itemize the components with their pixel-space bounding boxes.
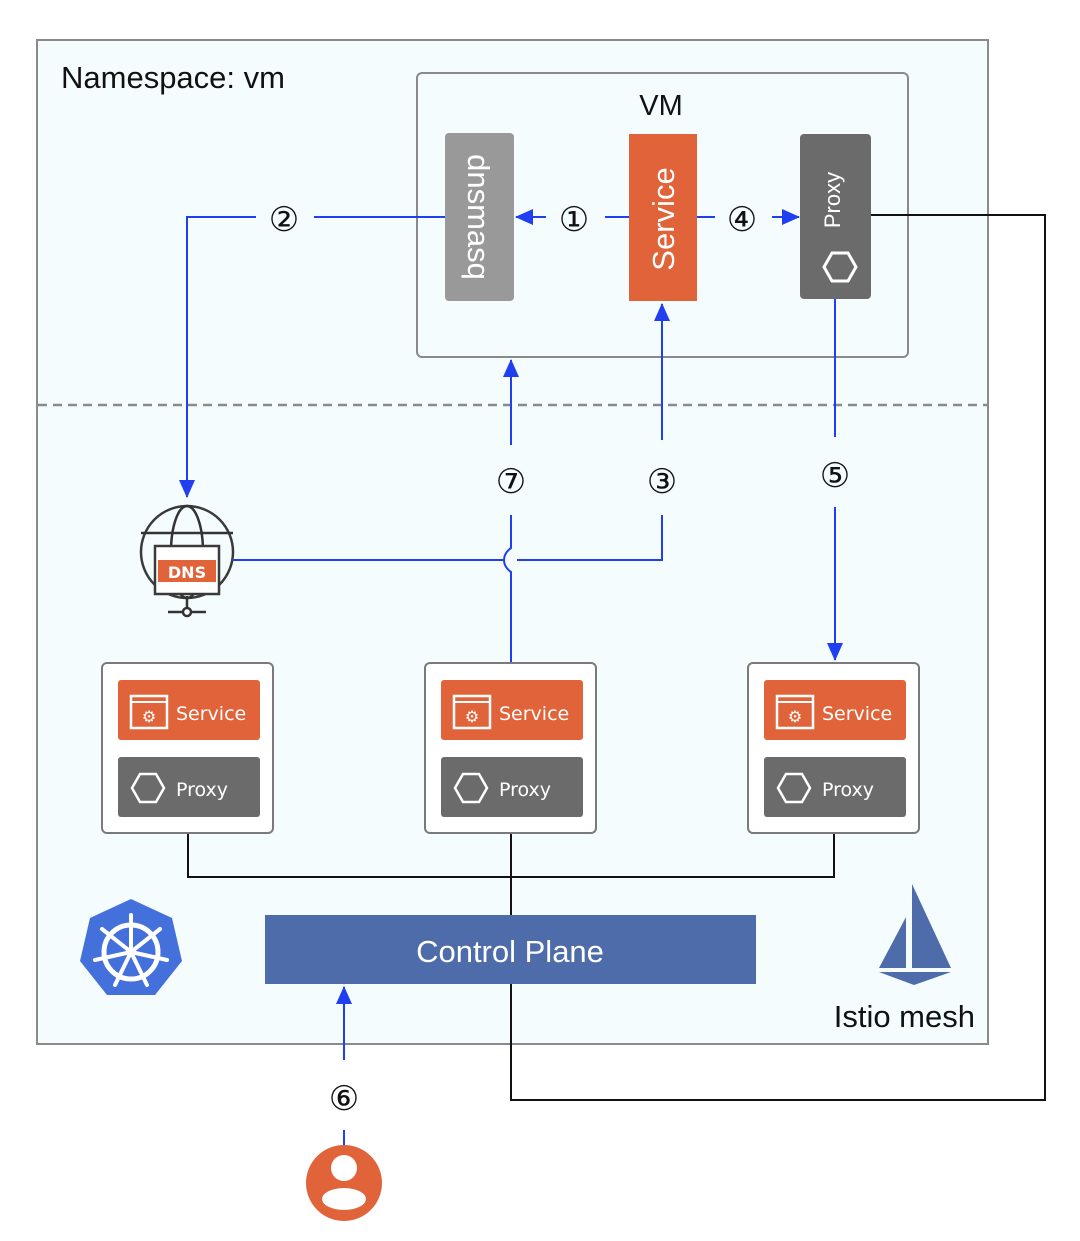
step-3-label: ③ xyxy=(647,462,677,502)
pod-service-label: Service xyxy=(176,703,246,725)
step-4-label: ④ xyxy=(727,200,757,240)
arrow-step-7 xyxy=(502,515,512,662)
step-7-label: ⑦ xyxy=(496,462,526,502)
user-icon[interactable] xyxy=(306,1145,382,1221)
proxy-hexagon-icon xyxy=(822,251,858,283)
pod-service-label: Service xyxy=(499,703,569,725)
pod-proxy-label: Proxy xyxy=(176,779,228,801)
step-1-label: ① xyxy=(559,200,589,240)
step-5-label: ⑤ xyxy=(820,456,850,496)
pod-3: ⚙ Service Proxy xyxy=(747,662,920,834)
vm-title: VM xyxy=(639,90,683,122)
pod-service-label: Service xyxy=(822,703,892,725)
arrow-step-3-b xyxy=(517,515,663,561)
proxy-hexagon-icon xyxy=(453,772,489,804)
proxy-hexagon-icon xyxy=(130,772,166,804)
gear-icon: ⚙ xyxy=(465,707,479,726)
istio-sail-icon xyxy=(879,884,951,985)
mesh-label: Istio mesh xyxy=(834,999,975,1034)
gear-icon: ⚙ xyxy=(788,707,802,726)
vm-service-box: Service xyxy=(629,134,697,301)
pod-2: ⚙ Service Proxy xyxy=(424,662,597,834)
service-window-icon xyxy=(452,694,492,730)
service-window-icon xyxy=(129,694,169,730)
vm-service-label: Service xyxy=(646,167,681,270)
arrow-step-2-head xyxy=(179,216,256,498)
control-plane-box[interactable] xyxy=(265,915,756,984)
vm-proxy-label: Proxy xyxy=(820,172,845,228)
proxy-hexagon-icon xyxy=(776,772,812,804)
vm-proxy-box: Proxy xyxy=(800,134,871,299)
pod-proxy-label: Proxy xyxy=(499,779,551,801)
step-6-label: ⑥ xyxy=(329,1079,359,1119)
step-2-label: ② xyxy=(269,200,299,240)
dnsmasq-label: dnsmasq xyxy=(461,154,496,280)
dnsmasq-box: dnsmasq xyxy=(445,133,514,301)
pod-1: ⚙ Service Proxy xyxy=(101,662,274,834)
gear-icon: ⚙ xyxy=(142,707,156,726)
service-window-icon xyxy=(775,694,815,730)
pod-proxy-label: Proxy xyxy=(822,779,874,801)
control-plane-label: Control Plane xyxy=(416,934,604,969)
vm-proxy-to-control-plane-line xyxy=(510,214,1046,1101)
namespace-label: Namespace: vm xyxy=(61,60,285,95)
dns-badge xyxy=(158,560,216,582)
kubernetes-helm-icon xyxy=(80,899,182,995)
dns-label: DNS xyxy=(168,563,206,582)
